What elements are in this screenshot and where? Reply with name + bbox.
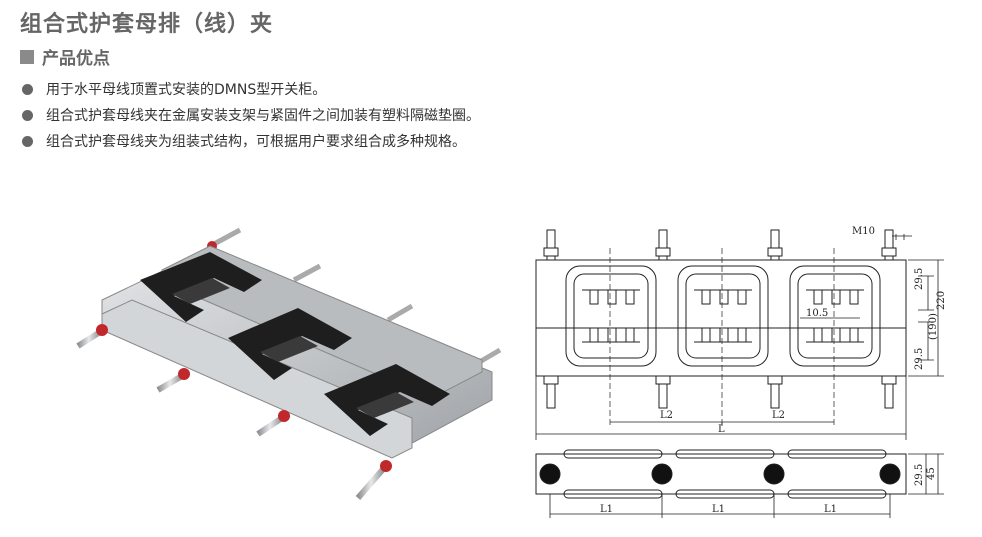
side-view xyxy=(535,449,944,518)
list-item: 组合式护套母线夹在金属安装支架与紧固件之间加装有塑料隔磁垫圈。 xyxy=(22,102,480,128)
feature-list: 用于水平母线顶置式安装的DMNS型开关柜。 组合式护套母线夹在金属安装支架与紧固… xyxy=(22,76,480,154)
bolt-front-3 xyxy=(256,410,290,437)
feature-text: 用于水平母线顶置式安装的DMNS型开关柜。 xyxy=(46,82,327,98)
clamp-2 xyxy=(228,308,352,380)
label-l-total: L xyxy=(718,424,725,435)
clamp-outlines xyxy=(565,265,881,367)
bottom-bolts xyxy=(543,375,897,409)
bolt-back-3 xyxy=(386,303,414,323)
label-l2-left: L2 xyxy=(660,410,673,421)
label-l2-right: L2 xyxy=(772,410,785,421)
label-m10: M10 xyxy=(852,226,875,237)
section-title: 产品优点 xyxy=(42,49,110,69)
feature-text: 组合式护套母线夹在金属安装支架与紧固件之间加装有塑料隔磁垫圈。 xyxy=(46,108,480,124)
feature-text: 组合式护套母线夹为组装式结构，可根据用户要求组合成多种规格。 xyxy=(46,134,466,150)
list-item: 用于水平母线顶置式安装的DMNS型开关柜。 xyxy=(22,76,480,102)
label-l1-c: L1 xyxy=(824,504,837,515)
bullet-icon xyxy=(22,109,33,121)
label-l1-a: L1 xyxy=(600,504,613,515)
clamp-3 xyxy=(324,364,450,436)
bolt-front-1 xyxy=(76,324,108,349)
label-29-5-side: 29.5 xyxy=(914,464,925,486)
label-220: 220 xyxy=(936,291,947,310)
technical-drawing: M10 29.5 220 (190) 10.5 29.5 L2 L2 L 29.… xyxy=(535,226,947,518)
bolt-back-2 xyxy=(292,263,322,283)
top-bolts xyxy=(543,229,897,261)
page-title: 组合式护套母排（线）夹 xyxy=(20,12,274,37)
label-29-5-top: 29.5 xyxy=(914,268,925,290)
bolt-front-4 xyxy=(355,460,392,500)
clamp-1 xyxy=(140,252,262,322)
label-l1-b: L1 xyxy=(712,504,725,515)
list-item: 组合式护套母线夹为组装式结构，可根据用户要求组合成多种规格。 xyxy=(22,128,480,154)
label-10-5: 10.5 xyxy=(806,308,828,319)
section-heading: 产品优点 xyxy=(20,44,110,69)
bullet-icon xyxy=(22,135,33,147)
product-photo xyxy=(76,227,502,500)
label-190: (190) xyxy=(928,313,939,340)
label-45: 45 xyxy=(926,467,937,480)
bolt-front-2 xyxy=(156,368,190,393)
square-bullet-icon xyxy=(20,49,34,64)
label-29-5-bottom: 29.5 xyxy=(914,348,925,370)
bullet-icon xyxy=(22,83,33,95)
